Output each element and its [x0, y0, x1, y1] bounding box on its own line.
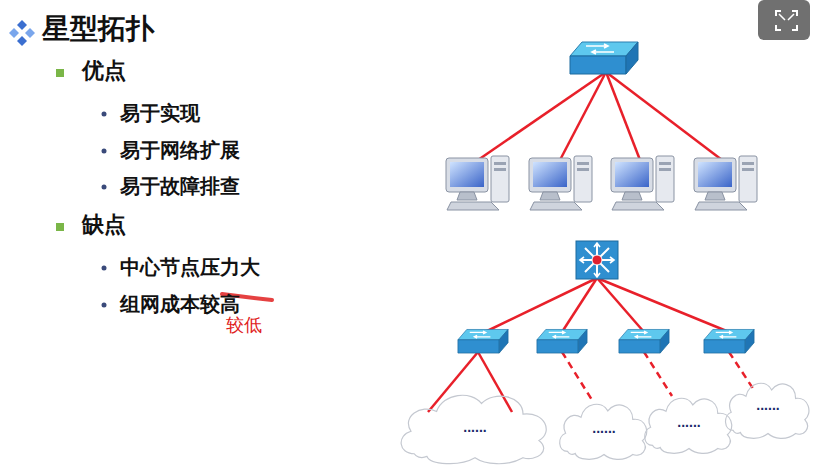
section-heading: 缺点: [82, 212, 126, 238]
bullet-item: 易于网络扩展: [120, 138, 240, 162]
bullet-item: 易于实现: [120, 101, 200, 125]
cloud-text: ......: [722, 397, 814, 413]
cloud-node: ......: [641, 390, 737, 456]
bullet-item: 中心节点压力大: [120, 255, 260, 279]
cloud-node: ......: [395, 385, 555, 467]
cloud-text: ......: [641, 414, 737, 430]
cloud-text: ......: [556, 420, 652, 436]
handwritten-note: 较低: [226, 314, 262, 336]
cloud-node: ......: [556, 396, 652, 462]
cloud-text: ......: [395, 419, 555, 435]
section-heading: 优点: [82, 58, 126, 84]
slide-title: 星型拓扑: [42, 12, 154, 46]
cloud-node: ......: [722, 375, 814, 441]
bullet-item: 组网成本较高: [120, 292, 240, 316]
bullet-item: 易于故障排查: [120, 174, 240, 198]
